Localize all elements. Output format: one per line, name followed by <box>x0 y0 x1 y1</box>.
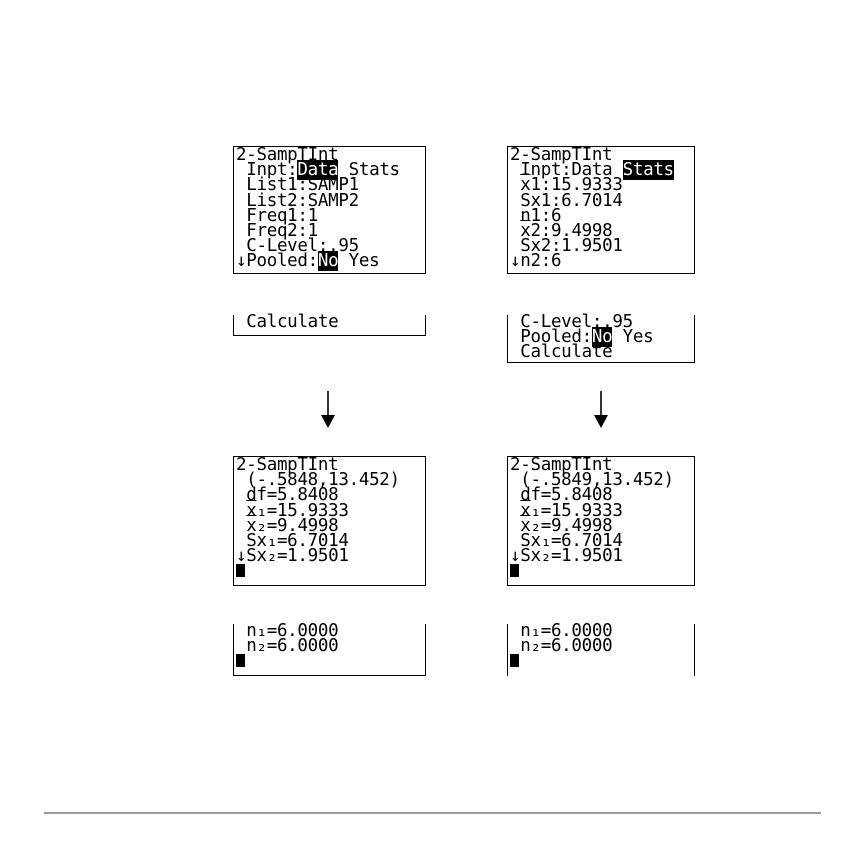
n2-value: n₂=6.0000 <box>510 636 613 657</box>
df-value: df=5.8408 <box>510 485 613 506</box>
inpt-data-option[interactable]: Data <box>297 160 339 181</box>
x2-mean-value: 2:9.4998 <box>530 220 613 241</box>
n1-row[interactable]: n1:6 <box>510 205 562 226</box>
x2-mean-row: x₂=9.4998 <box>510 515 694 536</box>
confidence-interval: (-.5849,13.452) <box>510 470 674 491</box>
cursor-row <box>236 654 425 669</box>
x1-bar-symbol: x <box>520 175 531 196</box>
sx1-value: Sx₁=6.7014 <box>510 530 623 551</box>
x1-mean-value: ₁=15.9333 <box>530 500 623 521</box>
pooled-label: Pooled: <box>510 327 592 348</box>
x2-mean-value: ₂=9.4998 <box>256 515 339 536</box>
n2-value: n₂=6.0000 <box>236 636 339 657</box>
right-more-fragment: C-Level:.95 Pooled:No Yes Calculate <box>507 312 695 363</box>
cursor-block <box>236 654 245 668</box>
inpt-stats-option[interactable]: Stats <box>338 160 400 181</box>
screen-title: 2-SampTInt <box>510 455 613 475</box>
list1-row[interactable]: List1:SAMP1 <box>236 175 359 196</box>
left-result-more-fragment: n₁=6.0000 n₂=6.0000 <box>233 621 426 676</box>
screen-title: 2-SampTInt <box>236 145 339 165</box>
n2-row[interactable]: ↓n2:6 <box>510 251 562 272</box>
x2-bar-symbol: x <box>520 515 531 536</box>
screen-title: 2-SampTInt <box>236 455 339 475</box>
sx2-row[interactable]: Sx2:1.9501 <box>510 236 623 257</box>
x2-bar-symbol: x <box>520 220 531 241</box>
sx1-row[interactable]: Sx1:6.7014 <box>510 190 623 211</box>
df-value: df=5.8408 <box>236 485 339 506</box>
x1-mean-row: x₁=15.9333 <box>236 500 425 521</box>
n1-value: n₁=6.0000 <box>236 621 339 641</box>
pooled-no-option[interactable]: No <box>317 251 339 272</box>
cursor-row <box>236 564 425 579</box>
sx2-value: ↓Sx₂=1.9501 <box>236 546 349 567</box>
pooled-yes-option[interactable]: Yes <box>612 327 654 348</box>
x2-mean-row[interactable]: x2:9.4998 <box>510 220 694 241</box>
x1-mean-value: 1:15.9333 <box>530 175 623 196</box>
left-calculate-fragment: Calculate <box>233 312 426 336</box>
cursor-row <box>510 654 694 669</box>
cursor-block <box>510 654 519 668</box>
inpt-row[interactable]: Inpt:Data Stats <box>510 160 694 181</box>
x2-mean-row: x₂=9.4998 <box>236 515 425 536</box>
screen-title: 2-SampTInt <box>510 145 613 165</box>
x2-mean-value: ₂=9.4998 <box>530 515 613 536</box>
calculate-row[interactable]: Calculate <box>236 312 339 332</box>
footer-divider <box>44 812 821 814</box>
x1-mean-row: x₁=15.9333 <box>510 500 694 521</box>
x1-bar-symbol: x <box>246 500 257 521</box>
left-input-screen: 2-SampTInt Inpt:Data Stats List1:SAMP1 L… <box>233 146 426 274</box>
cursor-block <box>510 564 519 578</box>
c-level-row[interactable]: C-Level:.95 <box>236 236 359 257</box>
x1-bar-symbol: x <box>520 500 531 521</box>
pooled-label: ↓Pooled: <box>236 251 318 272</box>
pooled-yes-option[interactable]: Yes <box>338 251 380 272</box>
pooled-row[interactable]: ↓Pooled:No Yes <box>236 251 425 272</box>
x1-mean-value: ₁=15.9333 <box>256 500 349 521</box>
pooled-no-option[interactable]: No <box>591 327 613 348</box>
confidence-interval: (-.5848,13.452) <box>236 470 400 491</box>
sx1-value: Sx₁=6.7014 <box>236 530 349 551</box>
c-level-row[interactable]: C-Level:.95 <box>510 312 633 332</box>
sx2-value: ↓Sx₂=1.9501 <box>510 546 623 567</box>
n1-value: n₁=6.0000 <box>510 621 613 641</box>
x1-mean-row[interactable]: x1:15.9333 <box>510 175 694 196</box>
pooled-row[interactable]: Pooled:No Yes <box>510 327 694 348</box>
cursor-row <box>510 564 694 579</box>
left-result-screen: 2-SampTInt (-.5848,13.452) df=5.8408 x₁=… <box>233 456 426 586</box>
inpt-row[interactable]: Inpt:Data Stats <box>236 160 425 181</box>
calculate-row[interactable]: Calculate <box>510 342 613 363</box>
list2-row[interactable]: List2:SAMP2 <box>236 190 359 211</box>
left-down-arrow-icon <box>321 391 335 428</box>
freq2-row[interactable]: Freq2:1 <box>236 220 318 241</box>
right-down-arrow-icon <box>594 391 608 428</box>
right-result-screen: 2-SampTInt (-.5849,13.452) df=5.8408 x₁=… <box>507 456 695 586</box>
inpt-label: Inpt: <box>236 160 298 181</box>
right-result-more-fragment: n₁=6.0000 n₂=6.0000 <box>507 621 695 676</box>
cursor-block <box>236 564 245 578</box>
x2-bar-symbol: x <box>246 515 257 536</box>
inpt-data-option[interactable]: Inpt:Data <box>510 160 623 181</box>
inpt-stats-option[interactable]: Stats <box>622 160 674 181</box>
right-input-screen: 2-SampTInt Inpt:Data Stats x1:15.9333 Sx… <box>507 146 695 274</box>
freq1-row[interactable]: Freq1:1 <box>236 205 318 226</box>
